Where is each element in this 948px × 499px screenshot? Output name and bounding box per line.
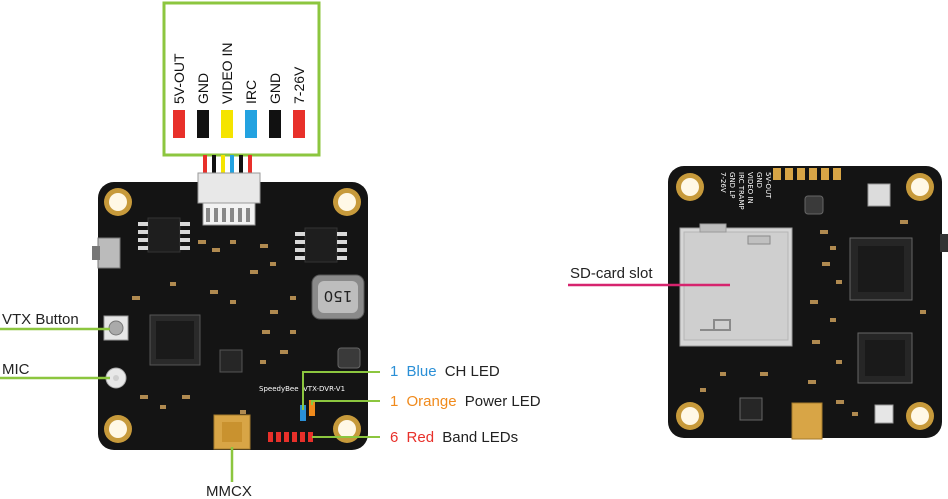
blue-led-rest: CH LED <box>445 363 500 380</box>
back-white-part <box>874 404 894 424</box>
red-band-leds <box>268 432 313 442</box>
front-header-connector <box>197 172 261 226</box>
orange-led-count: 1 <box>390 393 398 410</box>
back-callouts: SD-card slot <box>568 265 730 287</box>
connector-pin-label: VIDEO IN <box>219 43 235 104</box>
back-wire-pads <box>773 168 841 180</box>
vtx-button-label: VTX Button <box>2 311 79 328</box>
back-pad-label: VIDEO IN <box>746 172 754 204</box>
inductor: 150 <box>311 274 365 320</box>
back-pad-label: 7-26V <box>719 172 727 193</box>
connector-pin-label: IRC <box>243 80 259 104</box>
front-small-ic <box>219 349 243 373</box>
inductor-marking: 150 <box>324 287 353 305</box>
front-mounting-holes <box>104 188 361 443</box>
side-switch <box>97 237 121 269</box>
mic-label: MIC <box>2 361 30 378</box>
blue-led <box>300 405 306 421</box>
connector-wires <box>203 155 252 175</box>
front-mcu <box>149 314 201 366</box>
silkscreen-brand: SpeedyBee <box>259 385 299 393</box>
orange-led <box>309 400 315 416</box>
silkscreen-model: VTX-DVR-V1 <box>303 385 345 393</box>
orange-led-label: 1 Orange Power LED <box>390 393 541 410</box>
front-crystal <box>337 347 361 369</box>
connector-pin-color <box>173 110 185 138</box>
back-mounting-holes <box>676 173 934 430</box>
orange-led-color-word: Orange <box>407 393 457 410</box>
back-passives <box>700 220 926 416</box>
front-passives <box>132 240 296 414</box>
blue-led-count: 1 <box>390 363 398 380</box>
blue-led-color-word: Blue <box>407 363 437 380</box>
connector-pin-label: GND <box>195 73 211 104</box>
back-pad-label: 5V-OUT <box>764 172 772 199</box>
connector-pin-label: 5V-OUT <box>171 53 187 104</box>
back-mcu <box>849 237 913 301</box>
connector-pin-label: 7-26V <box>291 66 307 104</box>
back-mmcx-pad <box>791 402 823 440</box>
connector-pin-color <box>245 110 257 138</box>
sd-slot-label: SD-card slot <box>570 265 653 282</box>
connector-pin-color <box>221 110 233 138</box>
back-pad-label: IRC TRAMP <box>737 172 745 210</box>
back-small-chip <box>867 183 891 207</box>
mmcx-connector <box>213 414 251 450</box>
red-leds-rest: Band LEDs <box>442 429 518 446</box>
connector-pin-color <box>293 110 305 138</box>
back-crystal <box>804 195 824 215</box>
orange-led-pointer <box>311 400 380 405</box>
blue-led-pointer <box>302 371 380 410</box>
back-ic <box>857 332 913 384</box>
orange-led-rest: Power LED <box>465 393 541 410</box>
connector-pin-color <box>269 110 281 138</box>
front-ic-1 <box>138 217 190 253</box>
connector-callout: 5V-OUT GND VIDEO IN IRC GND 7-26V <box>162 1 321 157</box>
red-leds-color-word: Red <box>407 429 435 446</box>
connector-pins: 5V-OUT GND VIDEO IN IRC GND 7-26V <box>171 43 307 138</box>
back-pad-label: GND LP <box>728 172 736 198</box>
front-board: 150 SpeedyBee VTX-DVR-V1 <box>92 172 368 450</box>
red-leds-count: 6 <box>390 429 398 446</box>
front-ic-2 <box>295 227 347 263</box>
sd-card-slot <box>679 223 793 347</box>
red-leds-label: 6 Red Band LEDs <box>390 429 518 446</box>
blue-led-label: 1 Blue CH LED <box>390 363 500 380</box>
connector-pin-label: GND <box>267 73 283 104</box>
mmcx-label: MMCX <box>206 483 252 499</box>
connector-pin-color <box>197 110 209 138</box>
vtx-button <box>103 315 129 341</box>
front-callouts: VTX Button MIC MMCX 1 Blue CH LED 1 Oran… <box>0 311 541 499</box>
back-dark-chip <box>739 397 763 421</box>
back-pad-label: GND <box>755 172 763 188</box>
